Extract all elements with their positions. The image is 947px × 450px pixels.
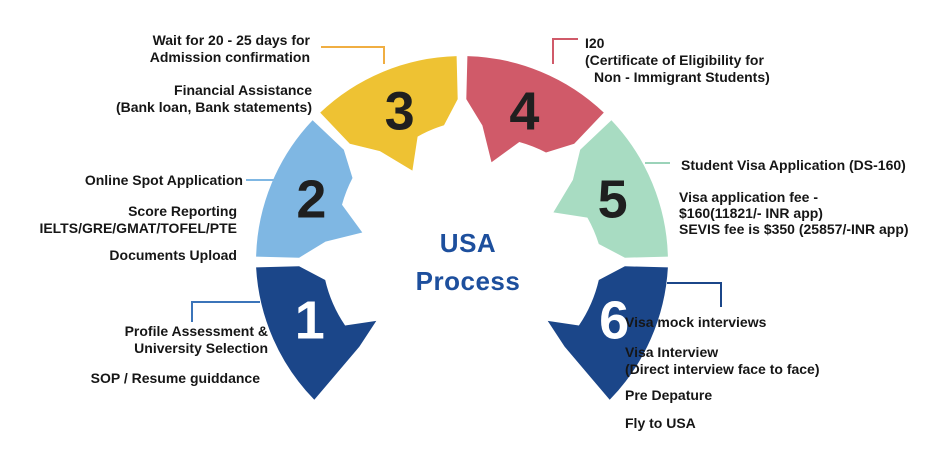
step4-note-i20: I20 (Certificate of Eligibility for Non … bbox=[585, 35, 770, 85]
connector-step-1 bbox=[191, 301, 260, 322]
segment-4-number: 4 bbox=[509, 81, 539, 141]
segment-1-number: 1 bbox=[295, 290, 325, 350]
connector-step-6 bbox=[667, 282, 722, 307]
step1-note-profile: Profile Assessment & University Selectio… bbox=[124, 323, 268, 356]
center-title: USA Process bbox=[416, 224, 521, 300]
segment-1-shape bbox=[256, 266, 377, 400]
segment-6-shape bbox=[547, 266, 668, 400]
segment-3-number: 3 bbox=[385, 81, 415, 141]
segment-2-number: 2 bbox=[296, 170, 326, 230]
step5-note-fees: Visa application fee - $160(11821/- INR … bbox=[679, 189, 909, 237]
segment-2-shape bbox=[256, 120, 363, 258]
step2-note-score-reporting: Score Reporting IELTS/GRE/GMAT/TOFEL/PTE bbox=[39, 203, 237, 236]
step3-note-wait: Wait for 20 - 25 days for Admission conf… bbox=[149, 32, 310, 65]
connector-step-3 bbox=[321, 46, 385, 64]
segment-3-shape bbox=[320, 56, 458, 171]
connector-step-4 bbox=[552, 38, 578, 64]
step3-note-financial: Financial Assistance (Bank loan, Bank st… bbox=[115, 82, 312, 115]
segment-6-number: 6 bbox=[599, 290, 629, 350]
step6-note-visa-interview: Visa Interview (Direct interview face to… bbox=[625, 344, 820, 377]
center-title-line1: USA bbox=[439, 228, 497, 258]
step6-note-pre-departure: Pre Depature bbox=[625, 387, 713, 403]
center-title-line2: Process bbox=[415, 266, 521, 296]
step1-note-sop: SOP / Resume guiddance bbox=[90, 370, 260, 386]
segment-5-shape bbox=[553, 120, 668, 258]
segment-4-shape bbox=[466, 56, 604, 163]
step6-note-fly: Fly to USA bbox=[625, 415, 696, 431]
step2-note-documents-upload: Documents Upload bbox=[109, 247, 237, 263]
step2-note-online-spot: Online Spot Application bbox=[84, 172, 243, 188]
segment-5-number: 5 bbox=[598, 170, 628, 230]
step5-note-ds160: Student Visa Application (DS-160) bbox=[681, 157, 906, 173]
step6-note-mock-interviews: Visa mock interviews bbox=[625, 314, 767, 330]
